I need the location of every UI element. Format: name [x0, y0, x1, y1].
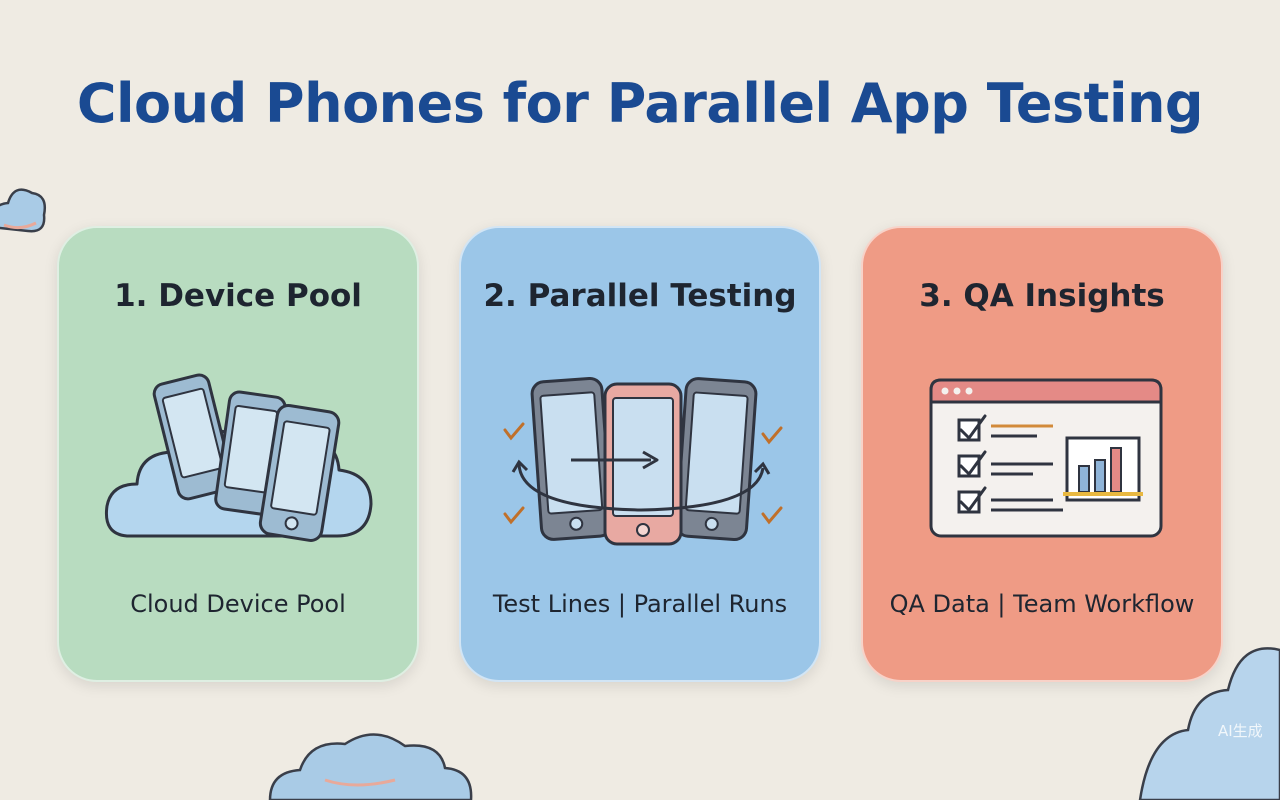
background-cloud-icon: [1138, 647, 1280, 800]
card-device-pool: 1. Device Pool Cloud Device Pool: [57, 226, 419, 682]
watermark: AI生成: [1218, 722, 1263, 740]
card-caption: Test Lines | Parallel Runs: [492, 590, 788, 618]
parallel-phones-icon: [503, 376, 783, 546]
qa-dashboard-icon: [929, 378, 1163, 538]
card-qa-insights: 3. QA Insights QA Data | Team Workflow: [861, 226, 1223, 682]
cloud-device-pool-icon: [104, 373, 373, 542]
card-heading: 2. Parallel Testing: [483, 278, 797, 314]
page-title: Cloud Phones for Parallel App Testing: [76, 72, 1204, 135]
card-caption: Cloud Device Pool: [130, 590, 346, 618]
background-cloud-icon: [268, 733, 473, 800]
background-cloud-icon: [0, 188, 46, 233]
card-caption: QA Data | Team Workflow: [889, 590, 1195, 618]
card-heading: 3. QA Insights: [919, 278, 1165, 314]
card-parallel-testing: 2. Parallel Testing Test Lines | Paralle…: [459, 226, 821, 682]
card-heading: 1. Device Pool: [114, 278, 362, 314]
